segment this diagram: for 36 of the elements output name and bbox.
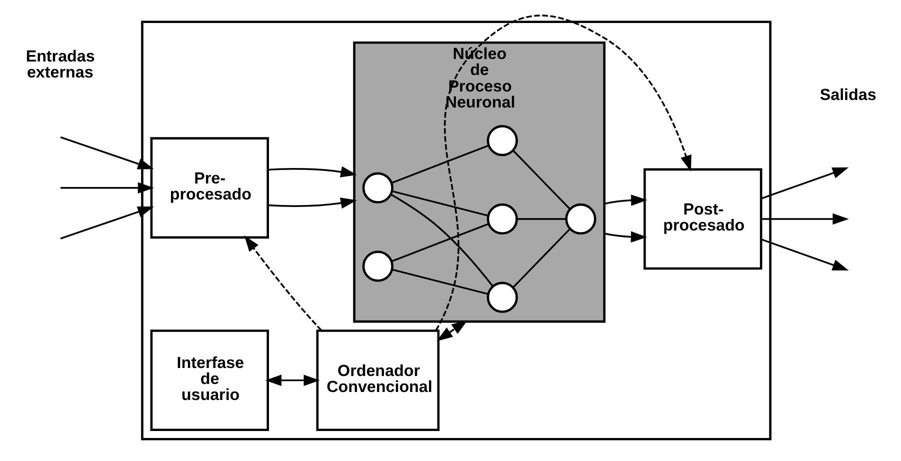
node-circle bbox=[486, 125, 518, 156]
arrow bbox=[268, 198, 357, 209]
arrow bbox=[435, 14, 692, 331]
cluster bbox=[141, 20, 772, 440]
connector bbox=[517, 218, 566, 220]
label: Entradas externas bbox=[26, 47, 95, 82]
node-circle bbox=[362, 250, 394, 282]
arrow bbox=[761, 213, 849, 225]
arrow bbox=[760, 167, 849, 200]
connector bbox=[512, 228, 570, 288]
arrow bbox=[60, 182, 154, 194]
arrow bbox=[265, 374, 320, 386]
connector bbox=[392, 268, 488, 295]
node-circle bbox=[486, 203, 518, 235]
node-box: Pre- procesado bbox=[150, 137, 269, 239]
node-circle bbox=[362, 172, 394, 204]
node-box: Post- procesado bbox=[644, 168, 762, 270]
node-box: Interfase de usuario bbox=[150, 330, 269, 432]
arrow bbox=[60, 136, 154, 170]
node-circle bbox=[486, 282, 518, 313]
connector bbox=[390, 194, 494, 287]
arrow bbox=[268, 166, 357, 178]
node-box: Ordenador Convencional bbox=[316, 330, 440, 432]
arrow bbox=[436, 320, 468, 342]
arrow bbox=[604, 231, 648, 243]
arrow bbox=[244, 235, 322, 332]
connector bbox=[391, 144, 489, 184]
cluster: Núcleo de Proceso Neuronal bbox=[353, 42, 606, 323]
arrow bbox=[604, 194, 648, 206]
arrow bbox=[760, 238, 849, 271]
node-circle bbox=[565, 203, 596, 235]
arrow bbox=[60, 206, 154, 240]
connector bbox=[391, 223, 489, 262]
connector bbox=[392, 190, 488, 216]
label: Salidas bbox=[820, 86, 876, 104]
connector bbox=[512, 150, 570, 210]
